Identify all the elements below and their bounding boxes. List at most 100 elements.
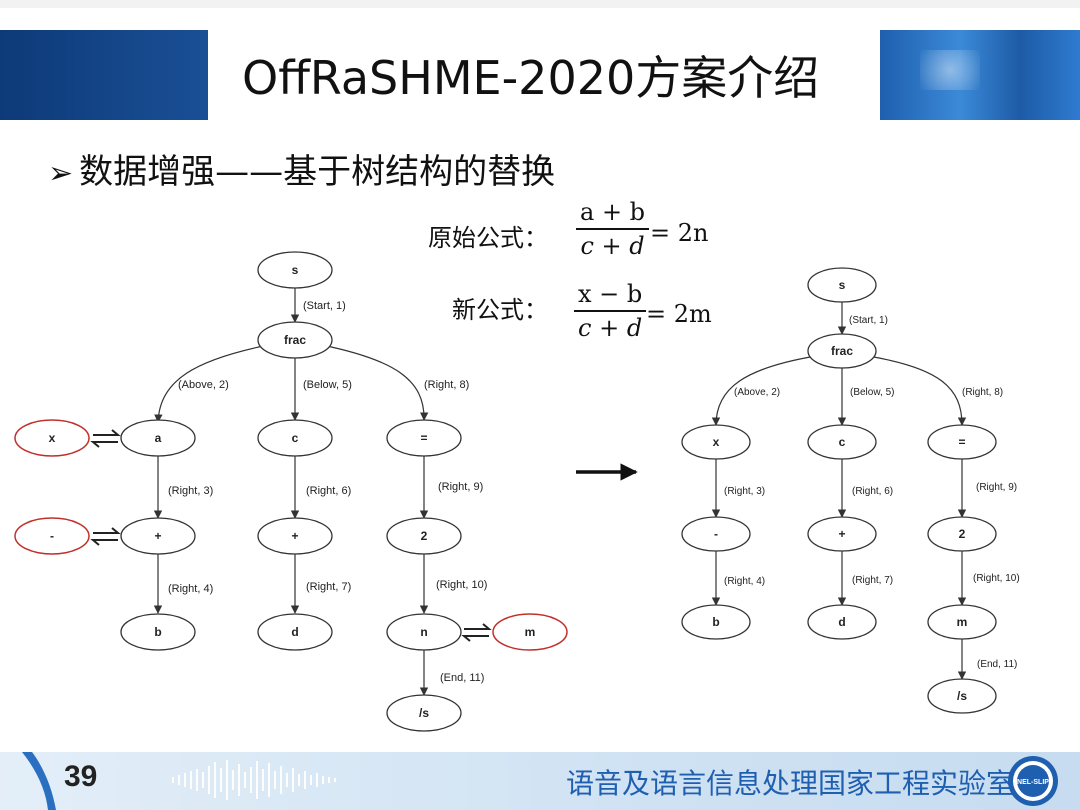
footer: 39 语音及语言信息处理国家工程实验室 NEL-SLIP [0,752,1080,810]
replacement-label: - [50,529,54,543]
right-edge-label: (Right, 6) [852,486,893,497]
original-denominator: c + d [580,232,645,260]
replacement-node-m [492,613,568,651]
right-node-label: /s [957,689,967,703]
right-edge-label: (Right, 9) [976,482,1017,493]
left-node-label: frac [284,333,306,347]
right-edge-label: (Right, 10) [973,573,1020,584]
right-node-label: 2 [959,527,966,541]
right-edge-label: (Right, 4) [724,576,765,587]
right-edge-label: (Right, 8) [962,387,1003,398]
left-node-label: + [291,529,298,543]
right-node-c [807,424,877,460]
left-edge-label: (Right, 3) [168,485,213,497]
right-node-label: = [958,435,965,449]
right-tree [711,302,967,680]
title-bar: OffRaSHME-2020方案介绍 [0,30,1080,120]
right-edge-label: (Below, 5) [850,387,894,398]
replacement-node-x [14,419,90,457]
left-node-b [120,613,196,651]
right-node-label: + [838,527,845,541]
left-node-label: s [292,263,299,277]
sound-wave-icon [172,760,336,800]
right-node-minus [681,516,751,552]
replacement-node-minus [14,517,90,555]
new-formula-fraction: x − b c + d [574,280,647,342]
left-node-plus-2 [257,517,333,555]
left-edge-label: (Right, 4) [168,583,213,595]
left-node-a [120,419,196,457]
right-node-label: x [713,435,720,449]
right-node-label: c [839,435,846,449]
left-node-label: + [154,529,161,543]
title-left-block [0,30,208,120]
new-formula-rhs: = 2m [646,300,712,328]
original-formula-label: 原始公式： [428,224,548,252]
right-node-eq [927,424,997,460]
right-node-label: frac [831,344,853,358]
page-number: 39 [64,760,98,793]
left-node-label: d [291,625,298,639]
right-node-label: - [714,527,718,541]
original-numerator: a + b [576,198,650,230]
left-node-label: /s [419,706,429,720]
new-denominator: c + d [578,314,643,342]
original-formula-fraction: a + b c + d [576,198,650,260]
right-node-2 [927,516,997,552]
left-edge-label: (End, 11) [440,672,484,684]
left-edge-label: (Start, 1) [303,300,346,312]
bullet-point: ➢数据增强——基于树结构的替换 [48,144,555,193]
left-edge-label: (Right, 10) [436,579,487,591]
top-strip [0,0,1080,8]
arrow-bullet-icon: ➢ [48,156,74,191]
left-node-eq [386,419,462,457]
left-edge-label: (Right, 6) [306,485,351,497]
left-node-label: a [155,431,162,445]
left-node-n [386,613,462,651]
slide-title: OffRaSHME-2020方案介绍 [242,51,820,105]
right-edge-label: (End, 11) [977,659,1017,670]
right-edge-label: (Start, 1) [849,315,888,326]
right-node-label: s [839,278,846,292]
right-node-x [681,424,751,460]
right-node-label: d [838,615,845,629]
left-node-c [257,419,333,457]
footer-swoosh [22,752,56,810]
bullet-text: 数据增强——基于树结构的替换 [79,152,556,192]
left-tree [153,287,429,696]
left-node-label: = [420,431,427,445]
left-edge-label: (Right, 7) [306,581,351,593]
right-node-frac [807,333,877,369]
lab-name: 语音及语言信息处理国家工程实验室 [566,767,1015,800]
replacement-label: m [525,625,536,639]
left-node-label: n [420,625,427,639]
left-node-d [257,613,333,651]
right-node-plus [807,516,877,552]
left-node-label: b [154,625,161,639]
left-node-2 [386,517,462,555]
left-node-end [386,694,462,732]
original-formula-rhs: = 2n [650,219,709,247]
left-node-plus-1 [120,517,196,555]
swap-icons [90,429,492,642]
right-node-m [927,604,997,640]
right-edge-label: (Right, 7) [852,575,893,586]
replacement-label: x [49,431,56,445]
right-node-d [807,604,877,640]
new-formula-label: 新公式： [452,296,548,324]
left-node-label: c [292,431,299,445]
left-edge-label: (Above, 2) [178,379,229,391]
left-node-frac [257,321,333,359]
left-node-label: 2 [421,529,428,543]
right-edge-label: (Right, 3) [724,486,765,497]
left-edge-label: (Right, 9) [438,481,483,493]
new-numerator: x − b [574,280,647,312]
title-right-image [880,30,1080,120]
right-node-label: b [712,615,719,629]
right-node-end [927,678,997,714]
right-node-s [807,267,877,303]
tree-diagrams: s frac a c = + + 2 b d n /s x - m (Start… [14,251,1020,732]
left-edge-label: (Right, 8) [424,379,469,391]
left-node-s [257,251,333,289]
svg-text:NEL-SLIP: NEL-SLIP [1017,779,1049,786]
